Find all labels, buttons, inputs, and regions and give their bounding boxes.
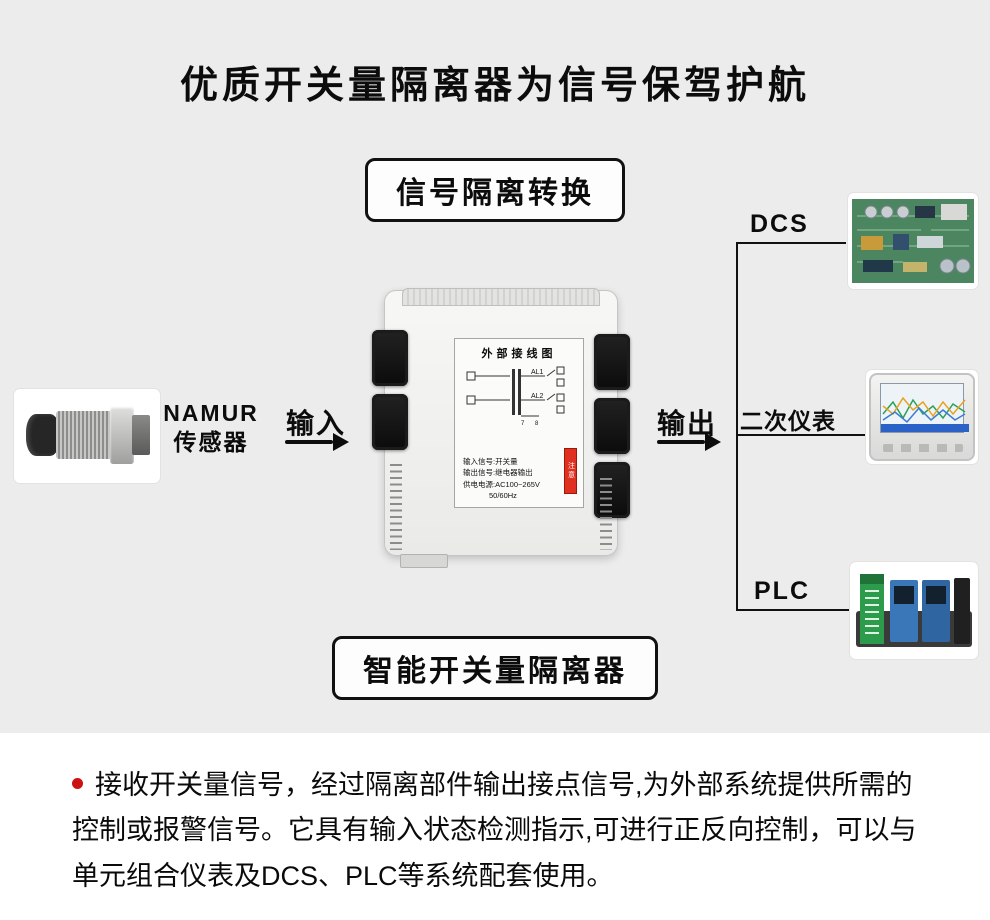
din-rail-clip	[400, 554, 448, 568]
input-arrow-icon	[285, 433, 349, 451]
bullet-icon	[72, 778, 83, 789]
spec-line: 供电电源:AC100~265V	[463, 479, 540, 489]
signal-conversion-label: 信号隔离转换	[396, 177, 594, 210]
spec-line: 输出信号:继电器输出	[463, 468, 533, 478]
vent-right	[600, 478, 612, 550]
vent-left	[390, 464, 402, 550]
instrument-screen	[880, 383, 969, 433]
sensor-image	[14, 389, 160, 483]
terminal-label-al2: AL2	[531, 393, 544, 400]
module-top-cap	[402, 288, 600, 306]
output-arrow-icon	[657, 433, 721, 451]
arrow-shaft	[285, 440, 333, 444]
sensor-nut	[110, 406, 134, 464]
wiring-label: 外部接线图 AL1 AL2 7 8 注意 输入信号:开关量	[454, 338, 584, 508]
spec-text: 输入信号:开关量 输出信号:继电器输出 供电电源:AC100~265V 50/6…	[463, 456, 540, 501]
spec-line: 50/60Hz	[489, 490, 517, 500]
waveform-graphic	[881, 396, 969, 432]
smart-isolator-label: 智能开关量隔离器	[363, 655, 627, 688]
wiring-diagram-title: 外部接线图	[481, 348, 557, 360]
sensor-label: NAMUR 传感器	[158, 399, 264, 457]
warning-sticker: 注意	[564, 448, 577, 494]
page-title: 优质开关量隔离器为信号保驾护航	[179, 65, 810, 107]
dcs-image	[848, 193, 978, 289]
plc-module-screen	[894, 586, 914, 604]
output-dcs-label: DCS	[750, 210, 809, 238]
instrument-buttons	[883, 444, 963, 452]
arrow-head	[705, 433, 721, 451]
connector-trunk-line	[736, 242, 738, 611]
connector-branch-meter	[736, 434, 866, 436]
isolator-device-image: 外部接线图 AL1 AL2 7 8 注意 输入信号:开关量	[372, 286, 630, 568]
signal-conversion-box: 信号隔离转换	[365, 158, 625, 222]
circuit-board-graphic	[852, 199, 974, 283]
smart-isolator-box: 智能开关量隔离器	[332, 636, 658, 700]
pin-label-8: 8	[535, 421, 539, 426]
spec-line: 输入信号:开关量	[463, 457, 518, 466]
connector-branch-plc	[736, 609, 850, 611]
sensor-thread	[56, 411, 112, 459]
plc-image	[850, 562, 978, 659]
plc-end-module	[954, 578, 970, 644]
plc-cpu-module	[890, 580, 918, 642]
description-paragraph: 接收开关量信号，经过隔离部件输出接点信号,为外部系统提供所需的控制或报警信号。它…	[0, 733, 990, 899]
instrument-body	[869, 373, 975, 461]
secondary-instrument-image	[866, 370, 978, 464]
plc-module-screen	[926, 586, 946, 604]
arrow-head	[333, 433, 349, 451]
sensor-connector	[132, 415, 150, 455]
output-plc-label: PLC	[754, 577, 810, 605]
terminal-label-al1: AL1	[531, 369, 544, 376]
arrow-shaft	[657, 440, 705, 444]
sensor-name-label: NAMUR	[163, 400, 259, 426]
connector-branch-dcs	[736, 242, 846, 244]
description-section: 接收开关量信号，经过隔离部件输出接点信号,为外部系统提供所需的控制或报警信号。它…	[0, 733, 990, 920]
sensor-face	[26, 414, 60, 456]
terminal-block	[594, 398, 630, 454]
wiring-schematic: AL1 AL2 7 8	[466, 366, 565, 426]
plc-io-module	[922, 580, 950, 642]
pin-label-7: 7	[521, 421, 525, 426]
terminal-block	[594, 334, 630, 390]
description-text: 接收开关量信号，经过隔离部件输出接点信号,为外部系统提供所需的控制或报警信号。它…	[72, 770, 917, 891]
output-meter-label: 二次仪表	[740, 408, 836, 434]
terminal-block	[372, 394, 408, 450]
terminal-block	[372, 330, 408, 386]
sensor-type-label: 传感器	[173, 428, 249, 455]
plc-terminal-module	[860, 574, 884, 644]
